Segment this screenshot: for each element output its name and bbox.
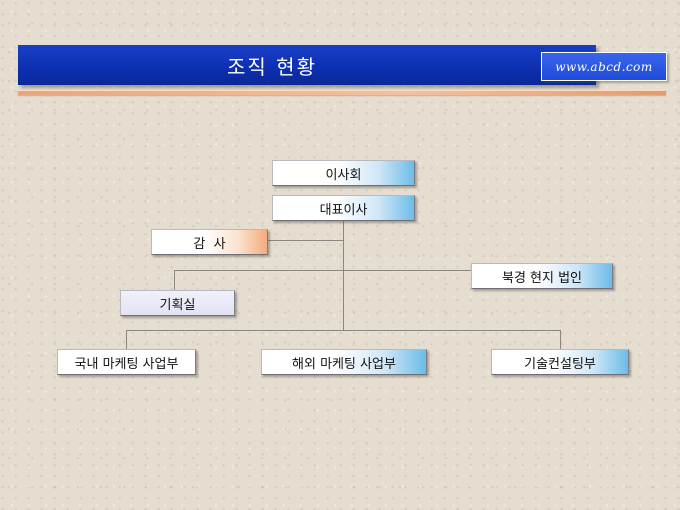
- org-node-board[interactable]: 이사회: [272, 160, 415, 186]
- org-node-overseas[interactable]: 해외 마케팅 사업부: [261, 349, 427, 375]
- connector-staff-bar: [174, 270, 472, 271]
- org-node-planning[interactable]: 기획실: [120, 290, 235, 316]
- page-title: 조직 현황: [227, 54, 317, 79]
- title-bar: 조직 현황: [18, 45, 596, 85]
- connector-consulting-drop: [560, 330, 561, 349]
- connector-trunk: [343, 220, 344, 330]
- site-url: www.abcd.com: [555, 59, 653, 74]
- org-node-consulting[interactable]: 기술컨설팅부: [491, 349, 629, 375]
- connector-audit: [268, 240, 343, 241]
- connector-division-bar: [126, 330, 560, 331]
- org-node-domestic[interactable]: 국내 마케팅 사업부: [57, 349, 196, 375]
- org-node-ceo[interactable]: 대표이사: [272, 195, 415, 221]
- connector-planning-drop: [174, 270, 175, 290]
- title-underline: [18, 90, 666, 95]
- site-url-badge: www.abcd.com: [541, 52, 667, 81]
- org-node-audit[interactable]: 감 사: [151, 229, 268, 255]
- connector-domestic-drop: [126, 330, 127, 349]
- org-node-beijing[interactable]: 북경 현지 법인: [471, 263, 613, 289]
